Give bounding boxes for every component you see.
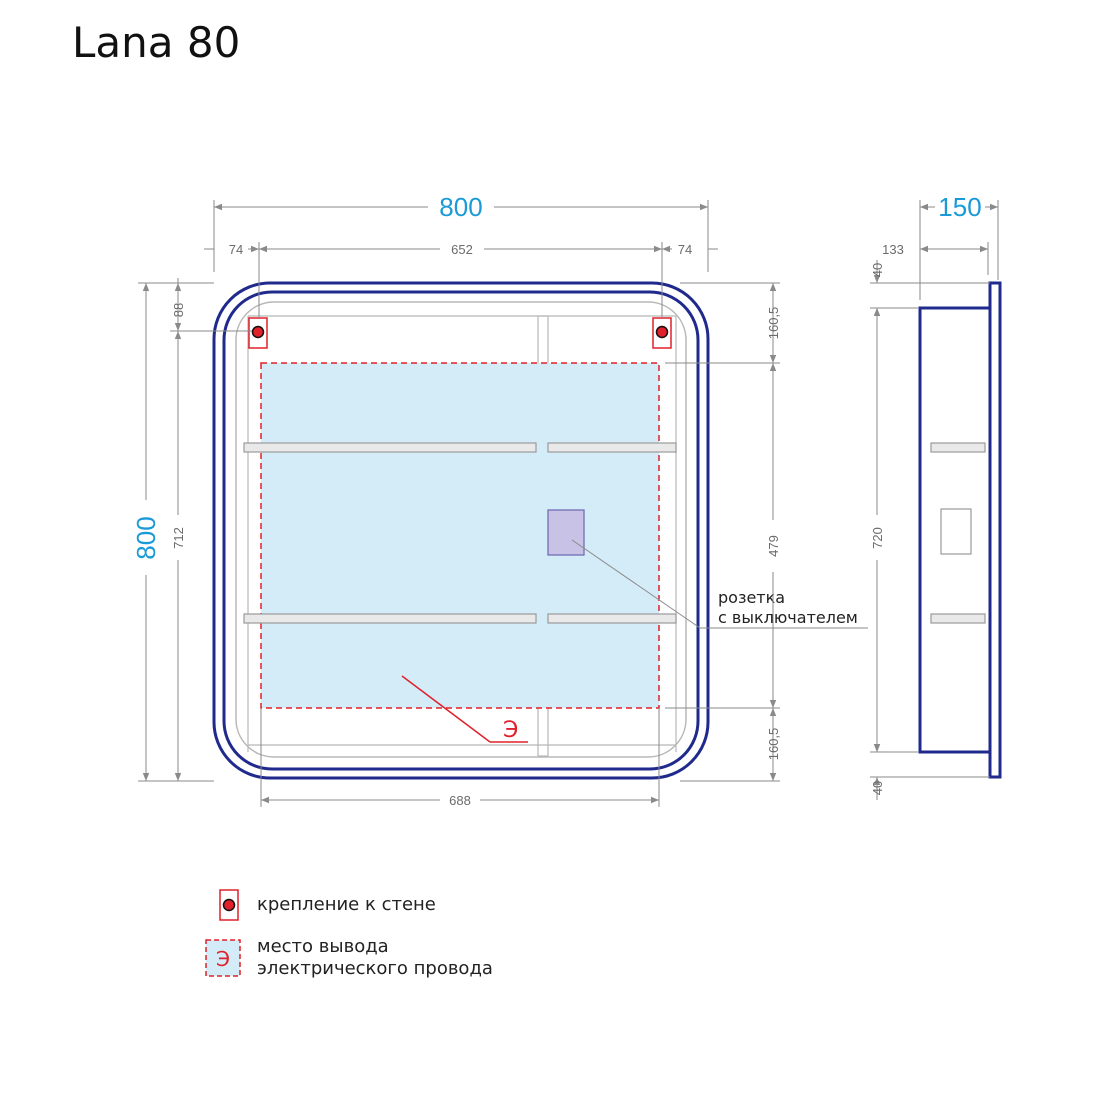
shelf-lower-left <box>243 613 537 624</box>
svg-text:40: 40 <box>870 263 885 277</box>
svg-text:160,5: 160,5 <box>766 728 781 761</box>
side-body <box>918 306 992 754</box>
shelf-lower-right <box>547 613 677 624</box>
svg-text:74: 74 <box>678 242 692 257</box>
mirror-inner-frame <box>222 290 700 771</box>
socket-leader <box>571 539 701 629</box>
legend-cable-label-line2: электрического провода <box>257 958 493 979</box>
cabinet-outline <box>235 301 687 758</box>
dim-top-offset: 88 <box>171 278 186 331</box>
diagram-title: Lana 80 <box>72 18 241 67</box>
mirror-outer-frame <box>212 281 710 780</box>
legend-cable-marker: Э <box>216 947 230 971</box>
socket <box>547 509 585 556</box>
svg-text:40: 40 <box>870 781 885 795</box>
electric-marker: Э <box>503 718 518 743</box>
dim-overall-height: 800 <box>131 282 214 782</box>
svg-text:74: 74 <box>229 242 243 257</box>
legend-cable-label-line1: место вывода <box>257 936 389 957</box>
side-shelf-lower <box>930 613 986 624</box>
electric-zone <box>260 362 660 709</box>
dim-overall-width: 800 <box>213 192 709 272</box>
legend-mount-label: крепление к стене <box>257 894 436 915</box>
svg-text:652: 652 <box>451 242 473 257</box>
wall-mount-left <box>248 317 268 349</box>
svg-text:712: 712 <box>171 527 186 549</box>
dim-bottom-width: 688 <box>260 708 660 808</box>
legend: крепление к стене Э место вывода электри… <box>205 889 493 979</box>
legend-mount-icon <box>219 889 239 921</box>
legend-cable-icon: Э <box>205 939 241 977</box>
svg-text:800: 800 <box>131 516 161 559</box>
wall-mount-right <box>652 317 672 349</box>
electric-leader <box>401 675 491 743</box>
svg-text:720: 720 <box>870 527 885 549</box>
shelf-upper-left <box>243 442 537 453</box>
side-shelf-upper <box>930 442 986 453</box>
side-socket <box>940 508 972 555</box>
socket-label-line2: с выключателем <box>718 608 858 627</box>
front-view: розетка с выключателем Э 800 <box>131 192 868 808</box>
dim-inner-depth: 133 <box>882 242 989 275</box>
dim-right-heights: 160,5 479 160,5 <box>665 282 781 782</box>
svg-text:688: 688 <box>449 793 471 808</box>
svg-text:160,5: 160,5 <box>766 307 781 340</box>
dim-sub-widths: 74 652 74 <box>204 242 718 318</box>
svg-text:88: 88 <box>171 303 186 317</box>
shelf-upper-right <box>547 442 677 453</box>
socket-label-line1: розетка <box>718 588 785 607</box>
svg-text:150: 150 <box>938 192 981 222</box>
svg-text:133: 133 <box>882 242 904 257</box>
dim-side-heights: 40 720 40 <box>870 260 990 800</box>
dim-depth: 150 <box>919 192 999 300</box>
dim-inner-height: 712 <box>170 330 252 782</box>
svg-text:800: 800 <box>439 192 482 222</box>
svg-text:479: 479 <box>766 535 781 557</box>
side-view: 150 133 40 720 40 <box>870 192 1002 800</box>
